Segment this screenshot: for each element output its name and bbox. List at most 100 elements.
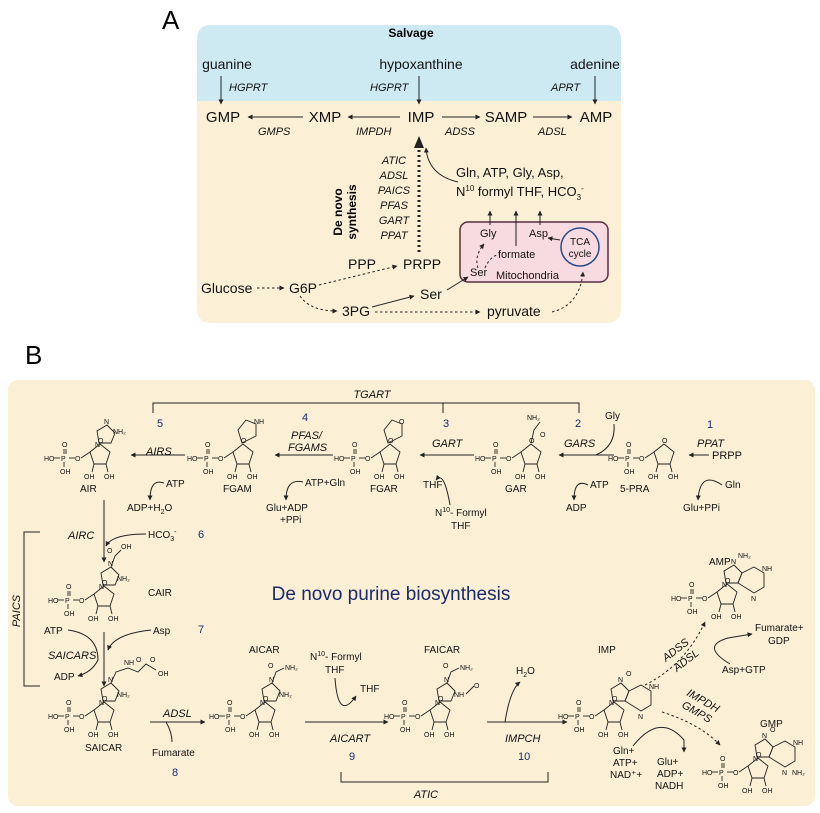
step10-h2o: H2O (516, 666, 535, 679)
svg-text:PAICS: PAICS (378, 185, 411, 197)
svg-text:5-PRA: 5-PRA (620, 484, 650, 495)
step2-cofactor-arrow (571, 482, 589, 501)
step3-formyl-thf-2: THF (451, 521, 470, 532)
tca-to-asp-arrow (547, 236, 561, 242)
gmp-gln-atp-2: ATP+ (613, 758, 638, 769)
mitochondria-box (459, 221, 609, 283)
svg-text:6: 6 (198, 529, 204, 541)
svg-text:3: 3 (443, 418, 449, 430)
ppp-label: PPP (348, 256, 376, 272)
step4-cofactor-arrow (283, 480, 304, 501)
xmp-node: XMP (309, 109, 342, 126)
hgprt-guanine-label: HGPRT (229, 82, 269, 94)
salvage-label: Salvage (388, 26, 434, 40)
svg-text:NH₂: NH₂ (460, 665, 473, 672)
step1-cofactor-arrow (695, 479, 723, 501)
step1-glu-ppi: Glu+PPi (683, 503, 720, 514)
step8-fumarate: Fumarate (152, 748, 195, 759)
amp-fumarate-gdp-1: Fumarate+ (755, 623, 804, 634)
step2-gly: Gly (605, 411, 620, 422)
guanine-label: guanine (202, 56, 252, 72)
samp-node: SAMP (485, 109, 528, 126)
svg-text:AIR: AIR (80, 484, 97, 495)
gmp-glu-adp-3: NADH (655, 781, 683, 792)
step3-cofactor-arrow (435, 474, 451, 506)
step3-formyl-thf-1: N10- Formyl (435, 507, 487, 519)
step4-glu-adp-2: +PPi (280, 515, 301, 526)
svg-text:10: 10 (518, 751, 530, 763)
step2-gly-arrow (595, 423, 615, 456)
svg-text:O: O (443, 663, 449, 670)
3pg-node: 3PG (342, 303, 370, 319)
tgart-label: TGART (353, 389, 391, 401)
step9-cofactor-arrow (334, 677, 357, 707)
svg-text:O: O (474, 683, 480, 690)
aicart-label: AICART (329, 733, 371, 745)
ser-to-mito-arrow (446, 276, 469, 291)
svg-text:GAR: GAR (505, 484, 527, 495)
svg-text:PPAT: PPAT (380, 230, 408, 242)
de-novo-arrowhead (414, 136, 424, 148)
ser-to-gly-arrow (476, 243, 485, 269)
pfas-label-2: FGAMS (288, 442, 328, 454)
fgar-structure: O FGAR (333, 419, 405, 495)
svg-text:PFAS: PFAS (380, 200, 409, 212)
step3-thf: THF (423, 480, 442, 491)
step2-adp: ADP (566, 503, 587, 514)
step4-glu-adp-1: Glu+ADP (266, 503, 308, 514)
svg-text:IMP: IMP (598, 645, 616, 656)
svg-text:9: 9 (349, 751, 355, 763)
svg-text:ATIC: ATIC (381, 155, 406, 167)
step7-asp: Asp (153, 626, 171, 637)
step7-asp-arrow (107, 629, 152, 651)
hypoxanthine-label: hypoxanthine (379, 56, 463, 72)
svg-text:ADSL: ADSL (379, 170, 409, 182)
svg-text:NH₂: NH₂ (117, 576, 130, 583)
impdh-label-a: IMPDH (356, 126, 392, 138)
adsl-label-a: ADSL (537, 126, 567, 138)
panel-b-title: De novo purine biosynthesis (272, 584, 511, 605)
panel-b-letter: B (25, 340, 42, 370)
tca-label-1: TCA (570, 237, 590, 248)
svg-text:OH: OH (158, 671, 169, 678)
svg-text:CAIR: CAIR (148, 588, 172, 599)
3pg-to-ser-arrow (371, 294, 415, 308)
pfas-label-1: PFAS/ (291, 430, 323, 442)
svg-text:5: 5 (157, 418, 163, 430)
svg-text:O: O (770, 727, 776, 734)
amp-asp-gtp: Asp+GTP (722, 665, 766, 676)
inputs-to-imp-arrow (423, 147, 459, 183)
de-novo-label-2: synthesis (345, 184, 359, 240)
cair-structure: NH₂ OH O CAIR (47, 544, 172, 624)
gmps-label-a: GMPS (258, 126, 291, 138)
prpp-node-a: PRPP (403, 256, 441, 272)
svg-text:AICAR: AICAR (249, 645, 280, 656)
svg-text:7: 7 (198, 624, 204, 636)
salvage-region (197, 25, 621, 101)
saicars-label: SAICARS (48, 650, 97, 662)
g6p-node: G6P (289, 280, 317, 296)
5-pra-structure: 5-PRA (607, 437, 679, 495)
g6p-to-prpp-arrow (318, 264, 398, 286)
svg-text:O: O (399, 419, 405, 426)
step7-atp-arrow (67, 629, 99, 678)
paics-label: PAICS (11, 594, 23, 627)
step9-formyl-thf-2: THF (325, 665, 344, 676)
adsl-label-b: ADSL (162, 708, 192, 720)
svg-text:NH₂: NH₂ (738, 553, 751, 560)
svg-text:NH: NH (124, 660, 134, 667)
svg-text:O: O (107, 548, 113, 555)
amp-structure: NH₂ AMP (670, 553, 773, 622)
svg-text:2: 2 (575, 418, 581, 430)
svg-text:NH₂: NH₂ (285, 665, 298, 672)
step4-atp-gln: ATP+Gln (305, 478, 345, 489)
de-novo-inputs-line-1: Gln, ATP, Gly, Asp, (456, 165, 564, 180)
amp-node: AMP (580, 109, 613, 126)
airc-label: AIRC (67, 530, 94, 542)
svg-text:OH: OH (121, 544, 132, 551)
svg-text:AMP: AMP (709, 557, 731, 568)
gmp-cofactor-arrow (632, 726, 687, 753)
amp-fumarate-gdp-2: GDP (768, 636, 790, 647)
svg-text:NH₂: NH₂ (117, 692, 130, 699)
